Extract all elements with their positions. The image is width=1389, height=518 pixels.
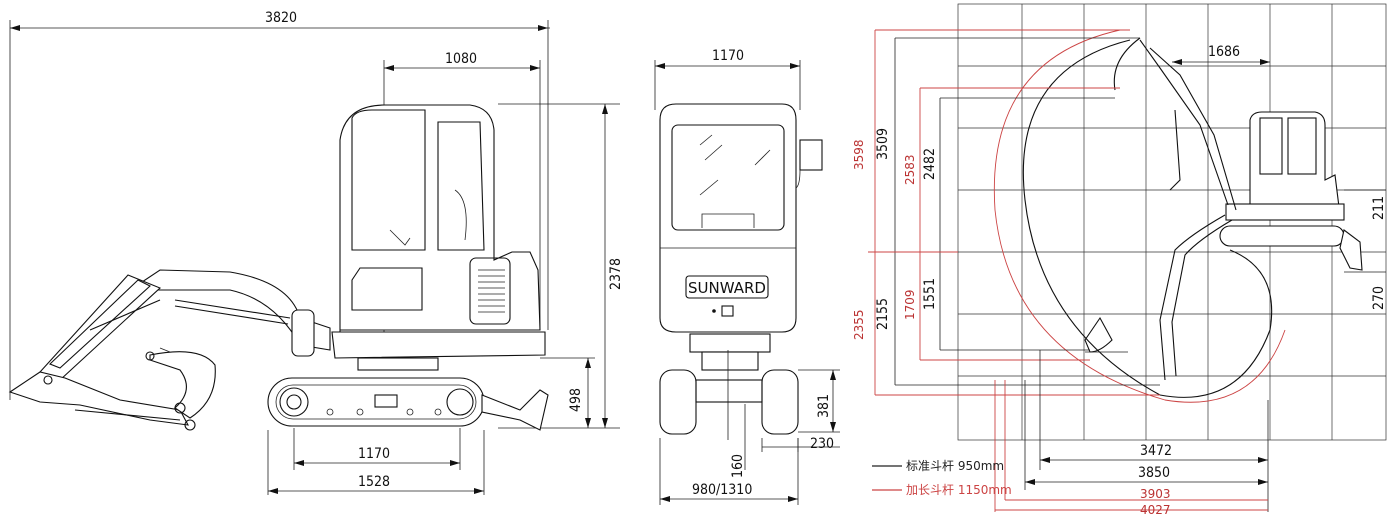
legend: 标准斗杆 950mm 加长斗杆 1150mm (872, 459, 1012, 497)
dim-vertical-wall-std: 1551 (922, 278, 938, 310)
dim-clearance: 498 (568, 388, 584, 412)
dim-top-width: 1686 (1208, 44, 1240, 60)
dim-max-dig-depth-std: 2155 (875, 298, 891, 330)
dim-ground-clearance: 381 (816, 394, 832, 418)
dim-cab-width: 1170 (712, 48, 744, 64)
dim-dozer-depth: 270 (1371, 286, 1387, 310)
dim-max-dump-height-long: 2583 (903, 154, 917, 185)
dim-under-clearance: 160 (730, 454, 746, 478)
dim-overall-width: 980/1310 (692, 482, 752, 498)
dim-height: 2378 (608, 258, 624, 290)
range-grid (957, 3, 1387, 441)
front-view: 1170 SUNWARD 381 230 160 (654, 48, 840, 505)
side-boom (8, 269, 331, 431)
brand-label: SUNWARD (688, 279, 766, 297)
dim-reach-d: 4027 (1140, 503, 1171, 517)
legend-standard-arm: 标准斗杆 950mm (906, 459, 1004, 473)
side-track (267, 377, 485, 427)
side-view: 3820 1080 2378 498 (8, 10, 624, 495)
working-range: 3598 3509 2583 2482 2355 2155 1709 1551 … (852, 3, 1387, 517)
dim-reach-c: 3903 (1140, 487, 1171, 501)
legend-long-arm: 加长斗杆 1150mm (906, 483, 1012, 497)
dim-overall-length: 3820 (265, 10, 297, 26)
dim-max-dump-height-std: 2482 (922, 148, 938, 180)
dim-max-dig-depth-long: 2355 (852, 309, 866, 340)
dim-cab-to-rear: 1080 (445, 51, 477, 67)
dim-track-length: 1528 (358, 474, 390, 490)
dim-dozer-lift: 211 (1371, 196, 1387, 220)
dim-max-dig-height-std: 3509 (875, 128, 891, 160)
dim-tumbler-distance: 1170 (358, 446, 390, 462)
dim-max-dig-height-long: 3598 (852, 139, 866, 170)
dim-reach-a: 3472 (1140, 443, 1172, 459)
dim-reach-b: 3850 (1138, 465, 1170, 481)
dim-vertical-wall-long: 1709 (903, 289, 917, 320)
dim-track-width: 230 (810, 436, 834, 452)
engine-grille (469, 257, 511, 325)
